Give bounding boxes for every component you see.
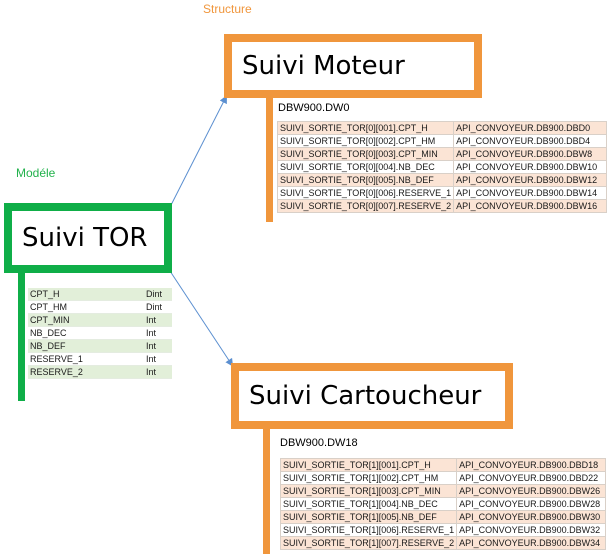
table-cell: SUIVI_SORTIE_TOR[0][002].CPT_HM xyxy=(276,134,455,148)
table-cell: API_CONVOYEUR.DB900.DBW14 xyxy=(453,186,607,200)
table-cell: Int xyxy=(144,339,172,353)
table-cell: API_CONVOYEUR.DB900.DBW28 xyxy=(456,497,606,511)
table-cell: SUIVI_SORTIE_TOR[1][005].NB_DEF xyxy=(279,510,458,524)
table-cell: API_CONVOYEUR.DB900.DBW12 xyxy=(453,173,607,187)
structure-title: Suivi Cartoucheur xyxy=(249,381,482,411)
table-cell: API_CONVOYEUR.DB900.DBW30 xyxy=(456,510,606,524)
table-cell: CPT_MIN xyxy=(28,313,144,327)
table-cell: SUIVI_SORTIE_TOR[1][004].NB_DEC xyxy=(279,497,458,511)
table-cell: Int xyxy=(144,352,172,366)
table-cell: CPT_H xyxy=(28,288,144,301)
table-cell: SUIVI_SORTIE_TOR[1][001].CPT_H xyxy=(279,458,458,472)
structure-caption: Structure xyxy=(203,2,252,16)
table-cell: CPT_HM xyxy=(28,300,144,314)
table-cell: RESERVE_2 xyxy=(28,365,144,379)
structure-address: DBW900.DW0 xyxy=(278,102,350,114)
table-cell: API_CONVOYEUR.DB900.DBD22 xyxy=(456,471,606,485)
table-cell: Int xyxy=(144,313,172,327)
table-cell: Dint xyxy=(144,300,172,314)
table-cell: API_CONVOYEUR.DB900.DBW16 xyxy=(453,199,607,213)
structure-box-suivi-cartoucheur: Suivi Cartoucheur xyxy=(231,363,513,429)
table-cell: SUIVI_SORTIE_TOR[0][003].CPT_MIN xyxy=(276,147,455,161)
table-cell: API_CONVOYEUR.DB900.DBW10 xyxy=(453,160,607,174)
table-cell: API_CONVOYEUR.DB900.DBW8 xyxy=(453,147,607,161)
structure-title: Suivi Moteur xyxy=(242,51,405,81)
table-cell: SUIVI_SORTIE_TOR[0][006].RESERVE_1 xyxy=(276,186,455,200)
model-title: Suivi TOR xyxy=(22,223,148,253)
arrow-to-suivi-moteur xyxy=(167,95,227,212)
table-cell: SUIVI_SORTIE_TOR[0][001].CPT_H xyxy=(276,121,455,135)
modele-caption: Modéle xyxy=(16,166,56,180)
structure-address: DBW900.DW18 xyxy=(280,437,358,449)
table-cell: Int xyxy=(144,326,172,340)
table-cell: SUIVI_SORTIE_TOR[1][007].RESERVE_2 xyxy=(279,536,458,550)
table-cell: SUIVI_SORTIE_TOR[0][007].RESERVE_2 xyxy=(276,199,455,213)
table-cell: SUIVI_SORTIE_TOR[1][006].RESERVE_1 xyxy=(279,523,458,537)
table-cell: API_CONVOYEUR.DB900.DBW32 xyxy=(456,523,606,537)
table-cell: SUIVI_SORTIE_TOR[0][004].NB_DEC xyxy=(276,160,455,174)
structure-box-suivi-moteur: Suivi Moteur xyxy=(224,34,482,98)
table-cell: NB_DEF xyxy=(28,339,144,353)
table-cell: API_CONVOYEUR.DB900.DBW26 xyxy=(456,484,606,498)
table-cell: SUIVI_SORTIE_TOR[1][002].CPT_HM xyxy=(279,471,458,485)
table-cell: API_CONVOYEUR.DB900.DBD18 xyxy=(456,458,606,472)
table-cell: NB_DEC xyxy=(28,326,144,340)
table-cell: API_CONVOYEUR.DB900.DBD4 xyxy=(453,134,607,148)
table-cell: RESERVE_1 xyxy=(28,352,144,366)
table-cell: SUIVI_SORTIE_TOR[1][003].CPT_MIN xyxy=(279,484,458,498)
arrow-to-suivi-cartoucheur xyxy=(167,267,234,367)
table-cell: API_CONVOYEUR.DB900.DBW34 xyxy=(456,536,606,550)
structure-bar xyxy=(263,429,270,554)
table-cell: Int xyxy=(144,365,172,379)
table-cell: Dint xyxy=(144,288,172,301)
model-bar xyxy=(18,273,25,401)
model-box-suivi-tor: Suivi TOR xyxy=(4,203,172,273)
structure-bar xyxy=(266,98,273,222)
table-cell: SUIVI_SORTIE_TOR[0][005].NB_DEF xyxy=(276,173,455,187)
table-cell: API_CONVOYEUR.DB900.DBD0 xyxy=(453,121,607,135)
